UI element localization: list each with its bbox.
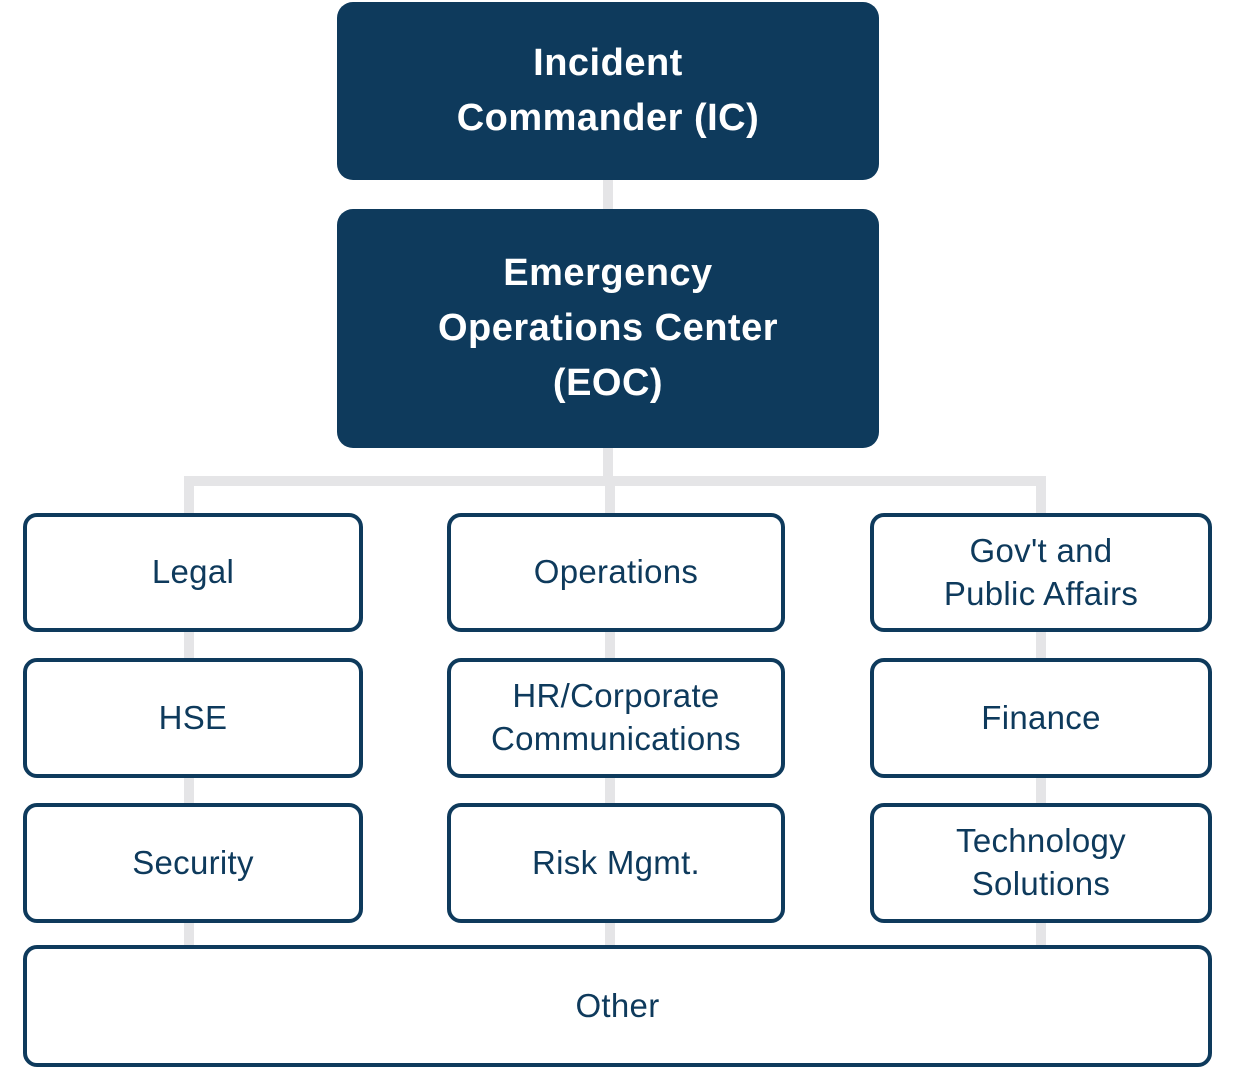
node-technology-solutions: Technology Solutions xyxy=(870,803,1212,923)
connector-row2-row3-col1 xyxy=(184,773,194,807)
connector-eoc-to-branch xyxy=(603,444,613,486)
node-incident-commander: Incident Commander (IC) xyxy=(337,2,879,180)
node-other: Other xyxy=(23,945,1212,1067)
node-risk-mgmt: Risk Mgmt. xyxy=(447,803,785,923)
node-operations: Operations xyxy=(447,513,785,632)
node-hse: HSE xyxy=(23,658,363,778)
connector-row2-row3-col3 xyxy=(1036,773,1046,807)
node-hr-corporate-communications: HR/Corporate Communications xyxy=(447,658,785,778)
connector-branch-drop-col1 xyxy=(184,482,194,518)
node-security: Security xyxy=(23,803,363,923)
connector-row1-row2-col3 xyxy=(1036,628,1046,662)
connector-branch-drop-col3 xyxy=(1036,482,1046,518)
connector-branch-horizontal xyxy=(184,476,1046,486)
connector-row1-row2-col1 xyxy=(184,628,194,662)
node-emergency-operations-center: Emergency Operations Center (EOC) xyxy=(337,209,879,448)
connector-row3-other-col1 xyxy=(184,918,194,949)
connector-row3-other-col2 xyxy=(605,918,615,949)
node-finance: Finance xyxy=(870,658,1212,778)
node-govt-public-affairs: Gov't and Public Affairs xyxy=(870,513,1212,632)
connector-ic-to-eoc xyxy=(603,176,613,214)
node-legal: Legal xyxy=(23,513,363,632)
connector-branch-drop-col2 xyxy=(605,482,615,518)
connector-row3-other-col3 xyxy=(1036,918,1046,949)
connector-row1-row2-col2 xyxy=(605,628,615,662)
connector-row2-row3-col2 xyxy=(605,773,615,807)
